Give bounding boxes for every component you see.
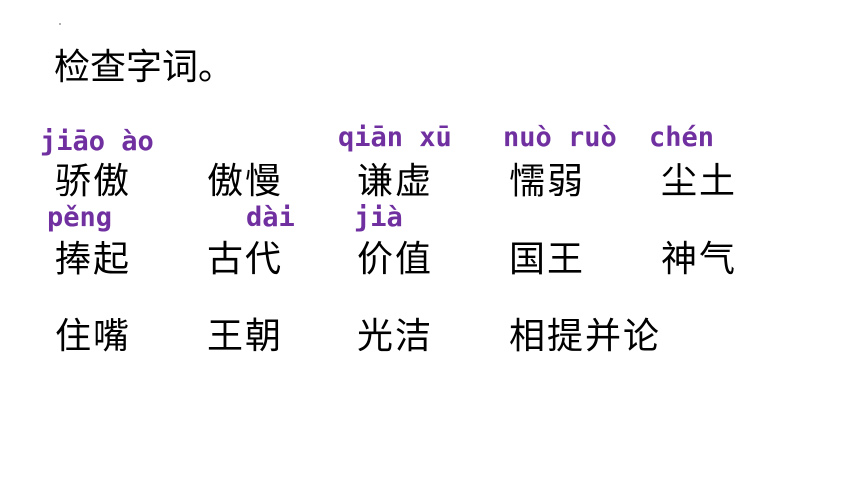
word-ao-man: 傲慢 bbox=[207, 161, 284, 202]
page-title: 检查字词。 bbox=[54, 47, 235, 88]
decorative-dot bbox=[59, 23, 61, 25]
word-gu-dai: 古代 bbox=[207, 239, 284, 280]
pinyin-nuo-ruo: nuò ruò bbox=[503, 122, 617, 153]
pinyin-peng: pěng bbox=[47, 202, 113, 233]
word-jia-zhi: 价值 bbox=[357, 239, 434, 280]
word-peng-qi: 捧起 bbox=[55, 239, 132, 280]
word-jiao-ao: 骄傲 bbox=[55, 161, 132, 202]
word-guo-wang: 国王 bbox=[509, 239, 586, 280]
word-qian-xu: 谦虚 bbox=[357, 161, 434, 202]
pinyin-qian-xu: qiān xū bbox=[338, 122, 452, 153]
word-zhu-zui: 住嘴 bbox=[55, 316, 132, 357]
word-nuo-ruo: 懦弱 bbox=[509, 161, 586, 202]
pinyin-jiao-ao: jiāo ào bbox=[40, 126, 154, 157]
word-xiang-ti-bing-lun: 相提并论 bbox=[509, 316, 662, 357]
pinyin-jia: jià bbox=[354, 202, 403, 233]
word-guang-jie: 光洁 bbox=[357, 316, 434, 357]
word-chen-tu: 尘土 bbox=[661, 161, 738, 202]
pinyin-chen: chén bbox=[649, 122, 715, 153]
pinyin-dai: dài bbox=[246, 202, 295, 233]
word-wang-chao: 王朝 bbox=[207, 316, 284, 357]
word-shen-qi: 神气 bbox=[661, 239, 738, 280]
